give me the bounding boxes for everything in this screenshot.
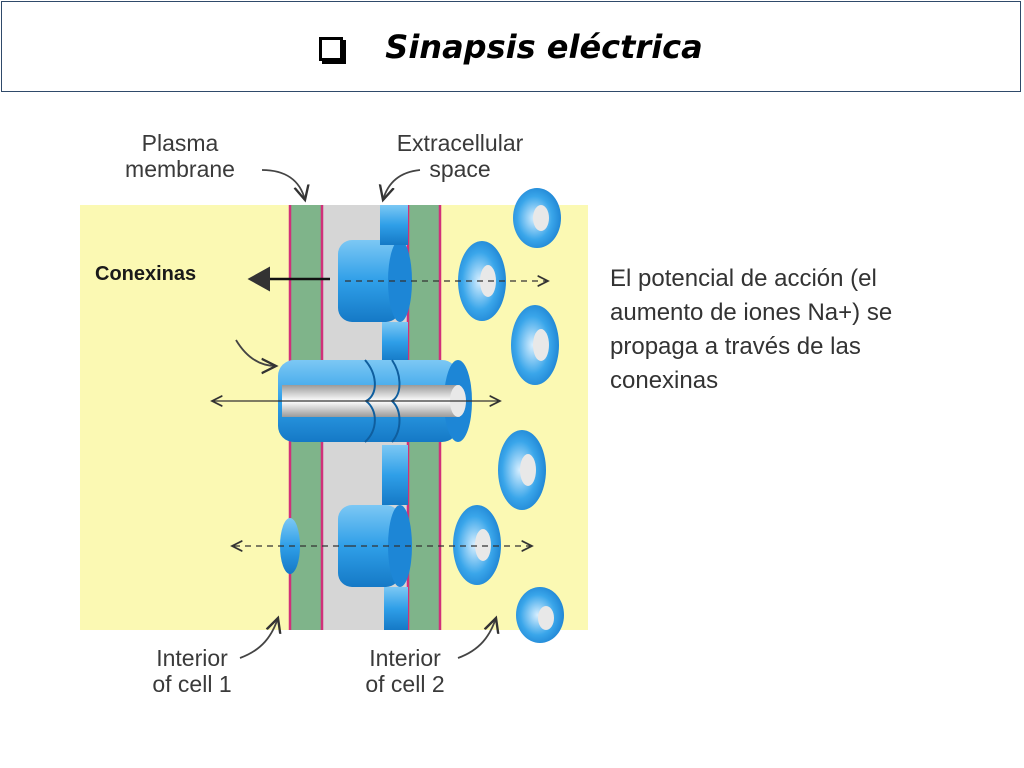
label-extracellular-line2: space	[429, 156, 491, 182]
extracellular-pointer	[383, 169, 421, 200]
label-interior1-line2: of cell 1	[152, 671, 232, 697]
label-plasma-membrane-line1: Plasma	[141, 130, 219, 156]
label-interior-cell1: Interior of cell 1	[132, 645, 252, 697]
checkbox-bullet-icon	[319, 37, 344, 61]
description-text: El potencial de acción (el aumento de io…	[610, 262, 990, 398]
label-interior1-line1: Interior	[156, 645, 228, 671]
description-line-3: propaga a través de las	[610, 333, 861, 360]
connexon-discs	[453, 188, 564, 643]
title-box: Sinapsis eléctrica	[1, 1, 1021, 92]
label-interior2-line1: Interior	[369, 645, 441, 671]
label-plasma-membrane-line2: membrane	[125, 156, 235, 182]
label-extracellular-space: Extracellular space	[380, 130, 540, 182]
label-conexinas: Conexinas	[95, 263, 197, 285]
interior2-pointer	[457, 618, 496, 659]
label-interior2-line2: of cell 2	[365, 671, 445, 697]
label-extracellular-line1: Extracellular	[396, 130, 524, 156]
description-line-1: El potencial de acción (el	[610, 265, 877, 292]
title-line: Sinapsis eléctrica	[2, 28, 1020, 66]
channel-pointer	[235, 339, 276, 366]
label-interior-cell2: Interior of cell 2	[345, 645, 465, 697]
description-line-4: conexinas	[610, 367, 719, 394]
interior1-pointer	[239, 618, 278, 659]
description-line-2: aumento de iones Na+) se	[610, 299, 893, 326]
plasma-membrane-pointer	[261, 169, 305, 200]
slide-title: Sinapsis eléctrica	[385, 28, 703, 66]
label-plasma-membrane: Plasma membrane	[120, 130, 240, 182]
